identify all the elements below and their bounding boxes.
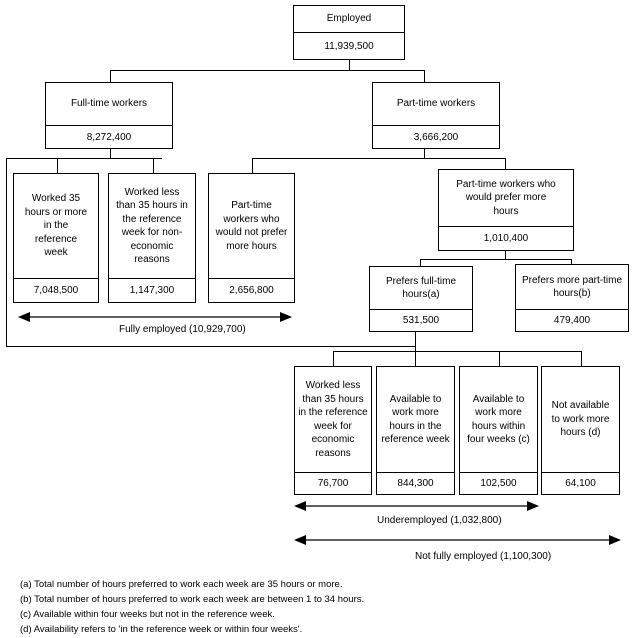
box-value: 3,666,200: [373, 125, 499, 148]
prefers-more-part-time-box: Prefers more part-time hours(b) 479,400: [515, 264, 629, 332]
box-value: 531,500: [370, 309, 472, 331]
box-value: 7,048,500: [14, 278, 98, 302]
box-value: 479,400: [516, 309, 628, 331]
pt-prefer-more-box: Part-time workers who would prefer more …: [438, 169, 574, 251]
box-value: 64,100: [542, 472, 619, 494]
fully-employed-label: Fully employed (10,929,700): [119, 324, 246, 335]
connector: [252, 158, 253, 174]
pt-not-prefer-box: Part-time workers who would not prefer m…: [208, 173, 295, 303]
connector: [499, 351, 500, 367]
box-value: 102,500: [460, 472, 537, 494]
connector: [252, 158, 506, 159]
available-ref-week-box: Available to work more hours in the refe…: [376, 366, 455, 495]
prefers-full-time-box: Prefers full-time hours(a) 531,500: [369, 266, 473, 332]
box-label: Worked less than 35 hours in the referen…: [116, 186, 188, 266]
footnote-d: (d) Availability refers to 'in the refer…: [20, 624, 303, 635]
connector: [6, 346, 416, 347]
box-value: 2,656,800: [209, 278, 294, 302]
connector: [415, 346, 416, 352]
footnote-b: (b) Total number of hours preferred to w…: [20, 594, 365, 605]
connector: [6, 158, 7, 347]
box-value: 76,700: [295, 472, 371, 494]
connector: [415, 331, 416, 347]
full-time-box: Full-time workers 8,272,400: [45, 82, 173, 149]
part-time-box: Part-time workers 3,666,200: [372, 82, 500, 149]
not-fully-employed-label: Not fully employed (1,100,300): [415, 551, 552, 562]
connector: [110, 70, 425, 71]
connector: [505, 158, 506, 170]
connector: [571, 259, 572, 265]
connector: [505, 250, 506, 260]
connector: [581, 351, 582, 367]
box-value: 1,147,300: [109, 278, 195, 302]
connector: [420, 259, 572, 260]
box-value: 8,272,400: [46, 125, 172, 148]
box-label: Available to work more hours in the refe…: [381, 393, 450, 446]
connector: [333, 351, 582, 352]
underemployed-arrow: [294, 501, 539, 511]
footnote-c: (c) Available within four weeks but not …: [20, 609, 275, 620]
box-label: Worked 35 hours or more in the reference…: [24, 193, 88, 259]
box-label: Prefers more part-time hours(b): [521, 274, 623, 300]
box-label: Prefers full-time hours(a): [385, 275, 456, 301]
connector: [110, 148, 111, 159]
connector: [424, 148, 425, 159]
box-value: 844,300: [377, 472, 454, 494]
footnote-a: (a) Total number of hours preferred to w…: [20, 579, 343, 590]
box-label: Available to work more hours within four…: [467, 393, 530, 446]
connector: [153, 158, 154, 174]
worked-less-non-economic-box: Worked less than 35 hours in the referen…: [108, 173, 196, 303]
connector: [424, 70, 425, 83]
not-available-box: Not available to work more hours (d) 64,…: [541, 366, 620, 495]
box-label: Full-time workers: [70, 98, 148, 110]
footnotes: (a) Total number of hours preferred to w…: [20, 577, 364, 637]
connector: [110, 70, 111, 83]
connector: [6, 158, 162, 159]
underemployed-label: Underemployed (1,032,800): [377, 515, 502, 526]
box-label: Not available to work more hours (d): [551, 400, 610, 439]
available-four-weeks-box: Available to work more hours within four…: [459, 366, 538, 495]
worked-35-plus-box: Worked 35 hours or more in the reference…: [13, 173, 99, 303]
box-label: Employed: [326, 13, 372, 25]
connector: [333, 351, 334, 367]
connector: [420, 259, 421, 267]
box-label: Part-time workers who would prefer more …: [456, 178, 556, 217]
box-value: 11,939,500: [294, 32, 404, 59]
worked-less-economic-box: Worked less than 35 hours in the referen…: [294, 366, 372, 495]
employed-box: Employed 11,939,500: [293, 5, 405, 60]
connector: [57, 158, 58, 174]
box-label: Worked less than 35 hours in the referen…: [298, 380, 368, 459]
box-value: 1,010,400: [439, 226, 573, 250]
connector: [349, 59, 350, 71]
connector: [415, 351, 416, 367]
fully-employed-arrow: [18, 312, 292, 322]
box-label: Part-time workers who would not prefer m…: [215, 200, 288, 252]
not-fully-employed-arrow: [294, 535, 621, 545]
box-label: Part-time workers: [396, 98, 476, 110]
